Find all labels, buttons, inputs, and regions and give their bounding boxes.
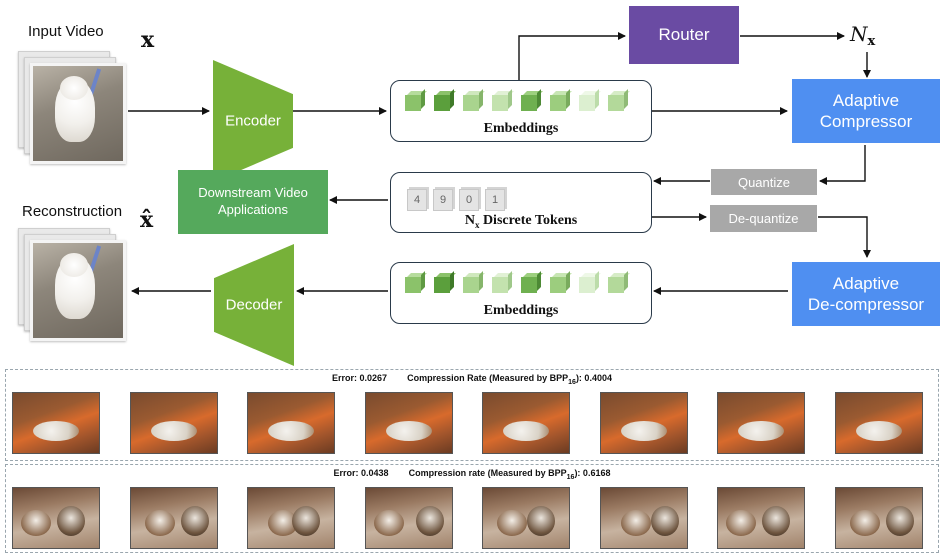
input-symbol: x	[141, 27, 155, 53]
embedding-cube	[550, 271, 572, 293]
video-frame-thumbnail	[247, 487, 335, 549]
embedding-cube	[550, 89, 572, 111]
decompressor-label-line1: Adaptive	[832, 273, 900, 293]
dequantize-label: De-quantize	[728, 211, 799, 226]
reconstruction-label: Reconstruction	[22, 203, 123, 220]
video-frame-thumbnail	[247, 392, 335, 454]
token-1: 4	[407, 189, 427, 211]
embeddings-top-caption: Embeddings	[483, 121, 559, 136]
embedding-cube	[463, 89, 485, 111]
token-4: 1	[485, 189, 505, 211]
video-frame-thumbnail	[482, 392, 570, 454]
embeddings-bottom-box: Embeddings	[390, 262, 652, 324]
video-frame-thumbnail	[12, 487, 100, 549]
router-block: Router	[629, 6, 739, 64]
example-strip-1: Error: 0.0267 Compression Rate (Measured…	[5, 369, 939, 461]
embeddings-bottom-caption: Embeddings	[483, 303, 559, 318]
connector-arrows	[128, 32, 871, 295]
embedding-cube	[405, 271, 427, 293]
video-frame-thumbnail	[364, 487, 453, 549]
embedding-cube	[434, 271, 456, 293]
embedding-cube	[608, 89, 630, 111]
router-label: Router	[658, 25, 710, 44]
quantize-label: Quantize	[737, 174, 791, 190]
embedding-cubes-bottom	[405, 271, 635, 297]
discrete-tokens-box: 4 9 0 1 Nx Discrete Tokens	[390, 172, 652, 233]
video-frame-thumbnail	[12, 392, 100, 454]
adaptive-compressor-block: Adaptive Compressor	[792, 79, 940, 143]
video-frame-thumbnail	[834, 392, 923, 454]
video-frame-thumbnail	[364, 392, 453, 454]
embedding-cube	[579, 271, 601, 293]
nx-symbol: Nx	[850, 22, 876, 49]
compressor-label-line1: Adaptive	[832, 90, 900, 110]
reconstruction-frame-image	[30, 240, 126, 341]
example-1-frames	[6, 390, 938, 454]
downstream-label-line1: Downstream Video	[198, 185, 308, 201]
video-frame-thumbnail	[717, 392, 805, 454]
embedding-cubes-top	[405, 89, 635, 115]
video-frame-thumbnail	[599, 487, 688, 549]
input-frame-image	[30, 63, 126, 164]
video-frame-thumbnail	[482, 487, 570, 549]
video-frame-thumbnail	[599, 392, 688, 454]
embedding-cube	[521, 89, 543, 111]
tokens-caption: Nx Discrete Tokens	[464, 213, 578, 230]
quantize-block: Quantize	[711, 169, 817, 195]
dequantize-block: De-quantize	[710, 205, 817, 232]
embedding-cube	[492, 271, 514, 293]
video-frame-thumbnail	[129, 487, 218, 549]
video-frame-thumbnail	[129, 392, 218, 454]
input-video-frames	[18, 51, 126, 164]
video-frame-thumbnail	[834, 487, 923, 549]
embedding-cube	[521, 271, 543, 293]
downstream-label-line2: Applications	[217, 202, 289, 217]
decoder-label: Decoder	[225, 296, 283, 314]
example-strip-2: Error: 0.0438 Compression rate (Measured…	[5, 464, 939, 553]
embedding-cube	[405, 89, 427, 111]
example-1-metrics: Error: 0.0267 Compression Rate (Measured…	[332, 373, 612, 386]
embeddings-top-box: Embeddings	[390, 80, 652, 142]
embedding-cube	[579, 89, 601, 111]
embedding-cube	[463, 271, 485, 293]
video-frame-thumbnail	[717, 487, 805, 549]
encoder-label: Encoder	[225, 112, 281, 130]
reconstruction-symbol: x̂	[140, 207, 154, 233]
input-video-label: Input Video	[28, 23, 104, 40]
token-3: 0	[459, 189, 479, 211]
compressor-label-line2: Compressor	[819, 112, 913, 131]
embedding-cube	[434, 89, 456, 111]
reconstruction-frames	[18, 228, 126, 341]
example-2-metrics: Error: 0.0438 Compression rate (Measured…	[333, 468, 611, 481]
decompressor-label-line2: De-compressor	[807, 295, 925, 314]
adaptive-decompressor-block: Adaptive De-compressor	[792, 262, 940, 326]
embedding-cube	[492, 89, 514, 111]
example-2-frames	[6, 485, 938, 549]
downstream-applications-block: Downstream Video Applications	[178, 170, 328, 234]
token-2: 9	[433, 189, 453, 211]
embedding-cube	[608, 271, 630, 293]
